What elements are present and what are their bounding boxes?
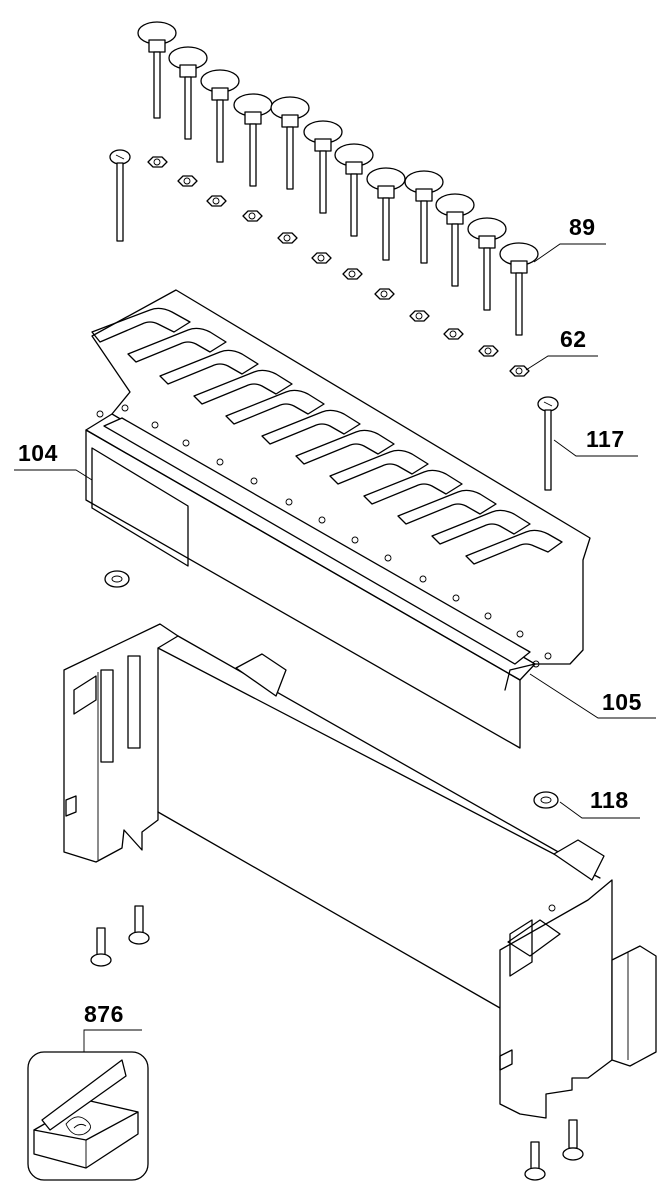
knob-pin [137, 21, 177, 119]
callout-117: 117 [586, 426, 625, 452]
callout-118: 118 [590, 787, 629, 813]
knob-pin [334, 143, 374, 237]
knob-pin [270, 96, 310, 190]
hex-nut [177, 175, 198, 187]
slot-row [91, 307, 563, 565]
knob-pin [499, 242, 539, 336]
hex-nut [242, 210, 263, 222]
small-screw [90, 927, 112, 967]
callout-104: 104 [18, 440, 58, 466]
hex-nut [277, 232, 298, 244]
hardware-kit-box [27, 1051, 149, 1181]
callout-62: 62 [560, 326, 587, 352]
callout-105: 105 [602, 689, 642, 715]
small-screw [128, 905, 150, 945]
mounting-holes [96, 404, 552, 668]
hex-nut [147, 156, 168, 168]
hex-nut [342, 268, 363, 280]
long-screw [109, 149, 131, 242]
callout-89: 89 [569, 214, 596, 240]
knob-pin [366, 167, 406, 261]
hex-nut [443, 328, 464, 340]
knob-pin [467, 217, 507, 311]
knob-pin [404, 170, 444, 264]
slotted-bracket [85, 289, 591, 749]
hex-nut [374, 288, 395, 300]
small-screw-set [90, 905, 584, 1181]
small-screw [524, 1141, 546, 1181]
hex-nut [409, 310, 430, 322]
washer-118 [533, 791, 559, 809]
small-screw [562, 1119, 584, 1161]
knob-pin-row [137, 21, 539, 336]
washer-left [104, 570, 130, 588]
knob-pin [200, 69, 240, 163]
hex-nut [478, 345, 499, 357]
hex-nut [509, 365, 530, 377]
lower-frame [63, 623, 657, 1119]
hex-nut [206, 195, 227, 207]
knob-pin [168, 46, 208, 140]
knob-pin [233, 93, 273, 187]
hex-nut [311, 252, 332, 264]
hex-nut-row [147, 156, 530, 377]
callout-876: 876 [84, 1001, 124, 1027]
knob-pin [435, 193, 475, 287]
knob-pin [303, 120, 343, 214]
leader-lines [14, 243, 656, 1052]
screw-117 [537, 396, 559, 491]
